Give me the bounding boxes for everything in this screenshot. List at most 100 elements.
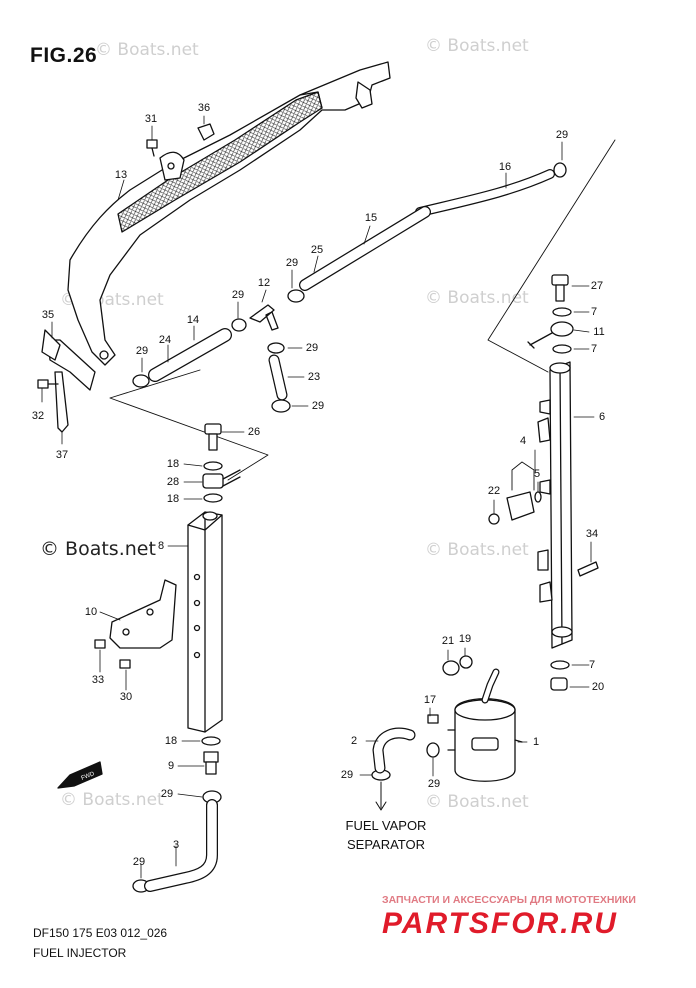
- callout-29: 29: [555, 129, 569, 141]
- callout-29: 29: [160, 788, 174, 800]
- callout-5: 5: [533, 468, 541, 480]
- watermark: © Boats.net: [425, 792, 529, 812]
- washer-7: [552, 344, 572, 354]
- callout-18: 18: [164, 735, 178, 747]
- callout-16: 16: [498, 161, 512, 173]
- washer-7: [552, 307, 572, 317]
- grommet-21: [442, 660, 460, 676]
- bracket-35: [41, 329, 61, 361]
- bolt-26: [204, 423, 222, 451]
- callout-28: 28: [166, 476, 180, 488]
- callout-26: 26: [247, 426, 261, 438]
- callout-14: 14: [186, 314, 200, 326]
- separator-label: FUEL VAPOR SEPARATOR: [340, 816, 432, 854]
- svg-text:FWD: FWD: [81, 771, 97, 782]
- protective-cover-13: [47, 61, 391, 391]
- bolt-34: [577, 561, 599, 577]
- fwd-badge: FWD: [57, 761, 103, 789]
- callout-4: 4: [519, 435, 527, 447]
- callout-29: 29: [340, 769, 354, 781]
- fuel-vapor-separator-1: [447, 668, 523, 782]
- bolt-30: [119, 659, 131, 669]
- leader-lines: [41, 115, 595, 879]
- callout-29: 29: [427, 778, 441, 790]
- callout-18: 18: [166, 458, 180, 470]
- fuel-rail-8: [187, 511, 223, 733]
- brand-tagline: ЗАПЧАСТИ И АКСЕССУАРЫ ДЛЯ МОТОТЕХНИКИ: [382, 894, 636, 906]
- washer-18: [203, 461, 223, 471]
- callout-7: 7: [590, 343, 598, 355]
- washer-18: [201, 736, 221, 746]
- grommet-19: [459, 655, 473, 669]
- callout-33: 33: [91, 674, 105, 686]
- callout-24: 24: [158, 334, 172, 346]
- washer-18: [203, 493, 223, 503]
- nut-36: [197, 123, 215, 141]
- callout-7: 7: [588, 659, 596, 671]
- callout-19: 19: [458, 633, 472, 645]
- callout-29: 29: [135, 345, 149, 357]
- callout-7: 7: [590, 306, 598, 318]
- watermark: © Boats.net: [425, 36, 529, 56]
- bolt-31: [146, 139, 158, 157]
- injector-4: [488, 491, 542, 525]
- callout-3: 3: [172, 839, 180, 851]
- callout-29: 29: [132, 856, 146, 868]
- callout-34: 34: [585, 528, 599, 540]
- callout-11: 11: [593, 326, 605, 338]
- separator-label-line1: FUEL VAPOR: [345, 818, 427, 833]
- callout-12: 12: [257, 277, 271, 289]
- delivery-pipe-6: [537, 361, 573, 649]
- watermark: © Boats.net: [95, 40, 199, 60]
- union-bolt-9: [203, 751, 219, 775]
- callout-21: 21: [441, 635, 455, 647]
- callout-36: 36: [197, 102, 211, 114]
- callout-10: 10: [84, 606, 98, 618]
- watermark-strong: © Boats.net: [40, 538, 156, 560]
- washer-7: [550, 660, 570, 670]
- callout-15: 15: [364, 212, 378, 224]
- joint-12: [249, 304, 279, 331]
- union-11: [527, 321, 574, 349]
- callout-30: 30: [119, 691, 133, 703]
- callout-9: 9: [167, 760, 175, 772]
- callout-23: 23: [307, 371, 321, 383]
- callout-22: 22: [487, 485, 501, 497]
- plug-20: [550, 677, 568, 691]
- bolt-27: [551, 274, 569, 302]
- callout-29: 29: [305, 342, 319, 354]
- callout-13: 13: [114, 169, 128, 181]
- union-28: [202, 469, 241, 489]
- callout-25: 25: [310, 244, 324, 256]
- bracket-10: [109, 579, 177, 649]
- callout-17: 17: [423, 694, 437, 706]
- diagram-name: FUEL INJECTOR: [33, 946, 127, 960]
- callout-29: 29: [311, 400, 325, 412]
- clamp-29: [132, 162, 567, 893]
- brand-logo[interactable]: PARTSFOR.RU: [382, 907, 618, 940]
- stay-37: [54, 371, 69, 433]
- callout-37: 37: [55, 449, 69, 461]
- callout-6: 6: [598, 411, 606, 423]
- watermark: © Boats.net: [60, 790, 164, 810]
- callout-1: 1: [532, 736, 540, 748]
- callout-32: 32: [31, 410, 45, 422]
- callout-20: 20: [591, 681, 605, 693]
- callout-18: 18: [166, 493, 180, 505]
- callout-27: 27: [590, 280, 604, 292]
- separator-label-line2: SEPARATOR: [346, 837, 426, 852]
- watermark: © Boats.net: [425, 540, 529, 560]
- callout-2: 2: [350, 735, 358, 747]
- callout-29: 29: [285, 257, 299, 269]
- callout-35: 35: [41, 309, 55, 321]
- callout-8: 8: [157, 540, 165, 552]
- watermark: © Boats.net: [425, 288, 529, 308]
- figure-title: FIG.26: [30, 44, 98, 67]
- bolt-33: [94, 639, 106, 649]
- callout-31: 31: [144, 113, 158, 125]
- diagram-code: DF150 175 E03 012_026: [33, 926, 168, 940]
- bolt-17: [427, 714, 439, 724]
- callout-29: 29: [231, 289, 245, 301]
- bolt-32: [37, 379, 59, 389]
